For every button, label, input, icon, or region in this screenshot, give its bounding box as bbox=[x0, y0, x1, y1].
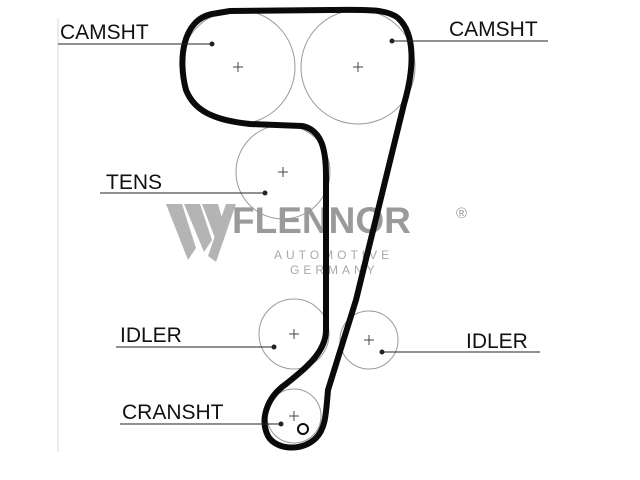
idler-pulley-right bbox=[339, 310, 399, 370]
idler-pulley-left bbox=[258, 298, 330, 370]
flennor-logo-registered: ® bbox=[456, 205, 467, 222]
flennor-logo-name: FLENNOR bbox=[232, 200, 411, 241]
center-mark bbox=[353, 62, 363, 72]
label-idler-right: IDLER bbox=[466, 330, 528, 353]
center-mark bbox=[289, 329, 299, 339]
crankshaft-timing-mark bbox=[297, 423, 309, 435]
timing-belt bbox=[179, 6, 415, 451]
leader-dot bbox=[379, 349, 385, 355]
center-mark bbox=[289, 411, 299, 421]
flennor-logo: FLENNOR ® AUTOMOTIVE GERMANY bbox=[166, 200, 467, 277]
leader-dot bbox=[278, 421, 284, 427]
label-idler-left: IDLER bbox=[120, 324, 182, 347]
center-mark bbox=[233, 62, 243, 72]
leader-dot bbox=[209, 41, 215, 47]
flennor-logo-mark bbox=[166, 204, 236, 262]
flennor-logo-tagline-2: GERMANY bbox=[290, 263, 379, 277]
leader-dot bbox=[271, 344, 277, 350]
leader-dot bbox=[262, 190, 268, 196]
flennor-logo-tagline-1: AUTOMOTIVE bbox=[274, 248, 393, 262]
label-camshaft-left: CAMSHT bbox=[60, 21, 149, 44]
center-mark bbox=[278, 167, 288, 177]
label-crankshaft: CRANSHT bbox=[122, 401, 224, 424]
center-mark bbox=[364, 335, 374, 345]
label-tensioner: TENS bbox=[106, 171, 162, 194]
leader-dot bbox=[389, 38, 395, 44]
pulley-center-marks bbox=[233, 62, 374, 421]
label-camshaft-right: CAMSHT bbox=[449, 18, 538, 41]
leader-lines bbox=[58, 38, 548, 427]
